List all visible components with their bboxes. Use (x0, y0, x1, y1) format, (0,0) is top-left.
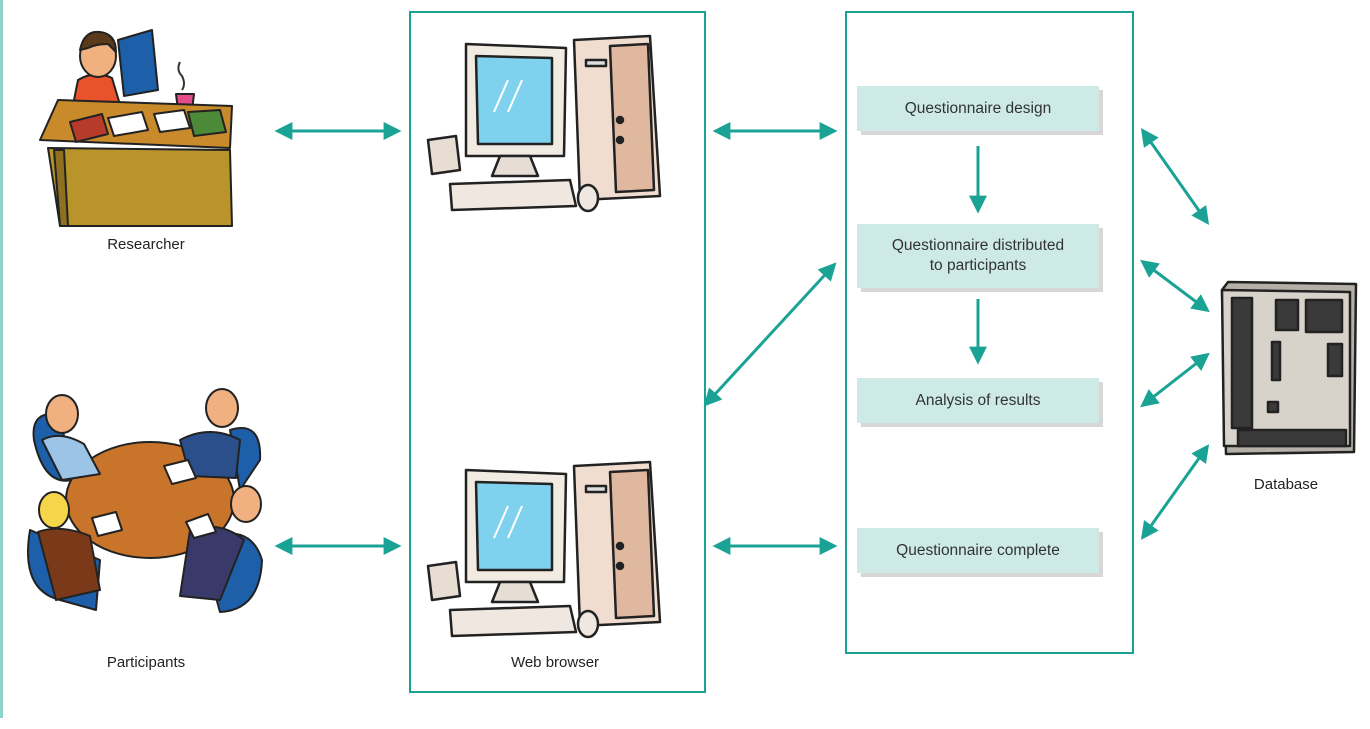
step-questionnaire-complete: Questionnaire complete (857, 528, 1099, 573)
database-label: Database (1253, 476, 1319, 493)
arrow-analysis-database (1140, 352, 1210, 408)
arrow-browser-distributed (703, 262, 837, 407)
step-label: Questionnaire design (904, 99, 1052, 117)
step-questionnaire-design: Questionnaire design (857, 86, 1099, 131)
web-browser-label: Web browser (510, 654, 600, 671)
arrow-distributed-database (1140, 259, 1210, 313)
step-label: Questionnaire complete (896, 541, 1060, 559)
participants-label: Participants (106, 654, 186, 671)
step-questionnaire-distributed: Questionnaire distributed to participant… (857, 224, 1099, 288)
step-label: Analysis of results (915, 391, 1041, 409)
researcher-label: Researcher (107, 236, 185, 253)
arrow-complete-database (1140, 444, 1210, 540)
questionnaire-process-frame (845, 11, 1134, 654)
step-label: Questionnaire distributed to participant… (891, 237, 1065, 274)
step-analysis-of-results: Analysis of results (857, 378, 1099, 423)
arrow-design-database (1140, 128, 1210, 225)
left-edge-bar (0, 0, 3, 718)
